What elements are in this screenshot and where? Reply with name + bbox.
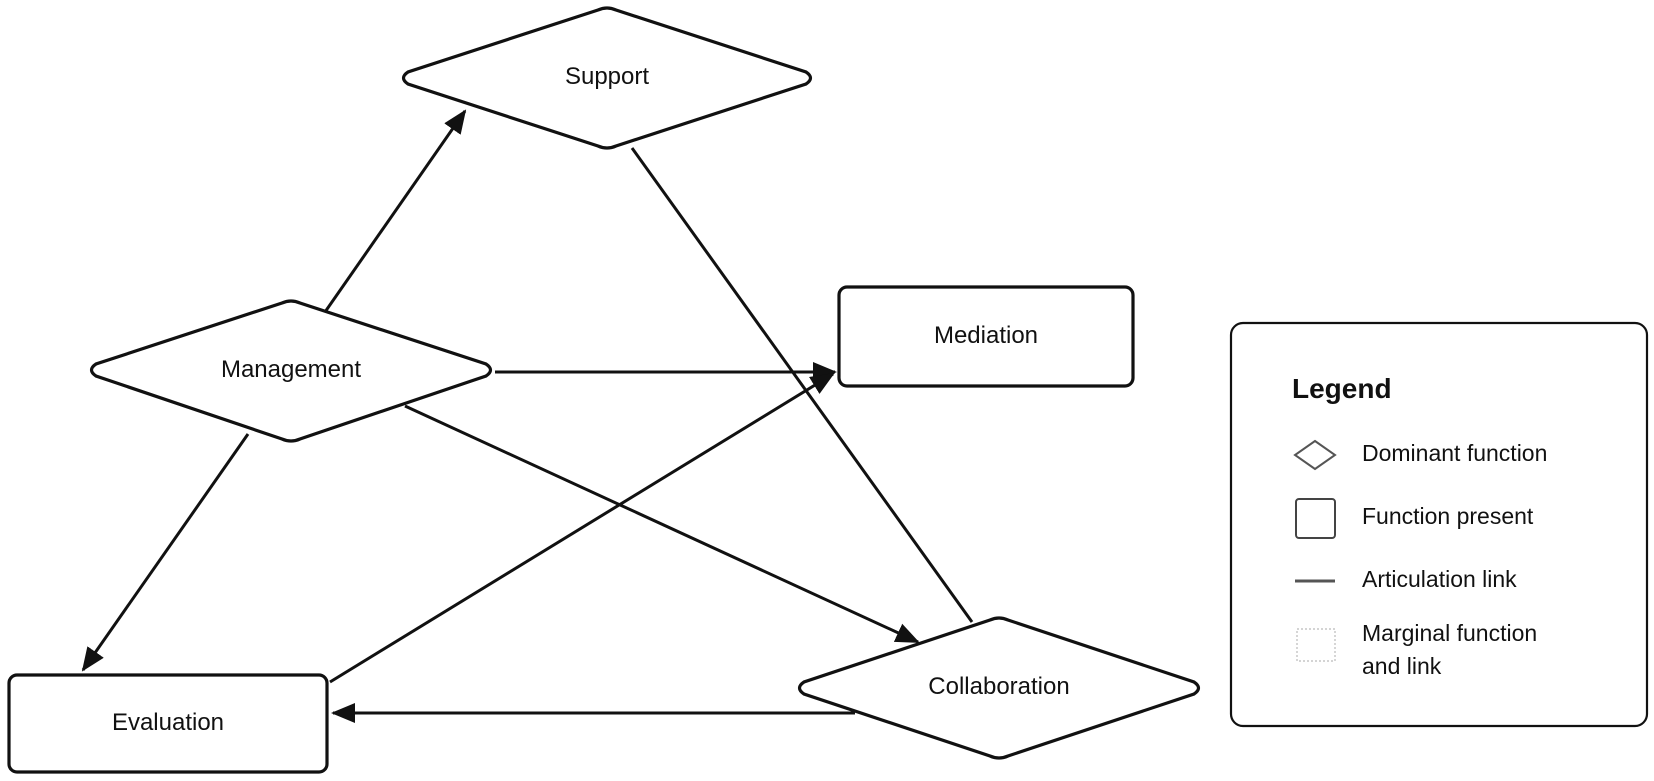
links [81,109,974,723]
square-symbol-icon [1295,498,1336,539]
node-collaboration: Collaboration [797,616,1201,760]
evaluation-label: Evaluation [112,709,224,736]
legend-item-dominant: Dominant function [1293,439,1547,471]
node-mediation: Mediation [837,285,1135,388]
legend-item-marginal: Marginal function and link [1296,620,1537,679]
link-support-collaboration [630,147,974,623]
management-diamond [89,299,493,443]
legend-label-dominant: Dominant function [1362,440,1547,466]
legend-item-present: Function present [1295,498,1534,539]
legend-label-marginal-line2: and link [1362,653,1442,679]
mediation-label: Mediation [934,322,1038,349]
link-evaluation-to-mediation [329,372,835,684]
evaluation-box [7,673,329,774]
dotted-square-symbol-icon [1296,628,1336,662]
node-evaluation: Evaluation [7,673,329,774]
legend-box [1229,321,1649,728]
collaboration-diamond [797,616,1201,760]
support-label: Support [565,63,649,90]
mediation-box [837,285,1135,388]
node-support: Support [401,6,813,150]
support-diamond [401,6,813,150]
legend: Legend Dominant function Function presen… [1229,321,1649,728]
legend-label-marginal-line1: Marginal function [1362,620,1537,646]
link-management-to-support [323,109,467,313]
node-management: Management [89,299,493,443]
link-management-to-evaluation [81,433,250,672]
link-management-to-collaboration [404,404,920,644]
legend-title: Legend [1292,373,1392,404]
legend-item-articulation: Articulation link [1295,566,1517,592]
management-label: Management [221,356,361,383]
legend-label-present: Function present [1362,503,1534,529]
legend-label-articulation: Articulation link [1362,566,1517,592]
diamond-symbol-icon [1293,439,1337,471]
collaboration-label: Collaboration [928,673,1069,700]
